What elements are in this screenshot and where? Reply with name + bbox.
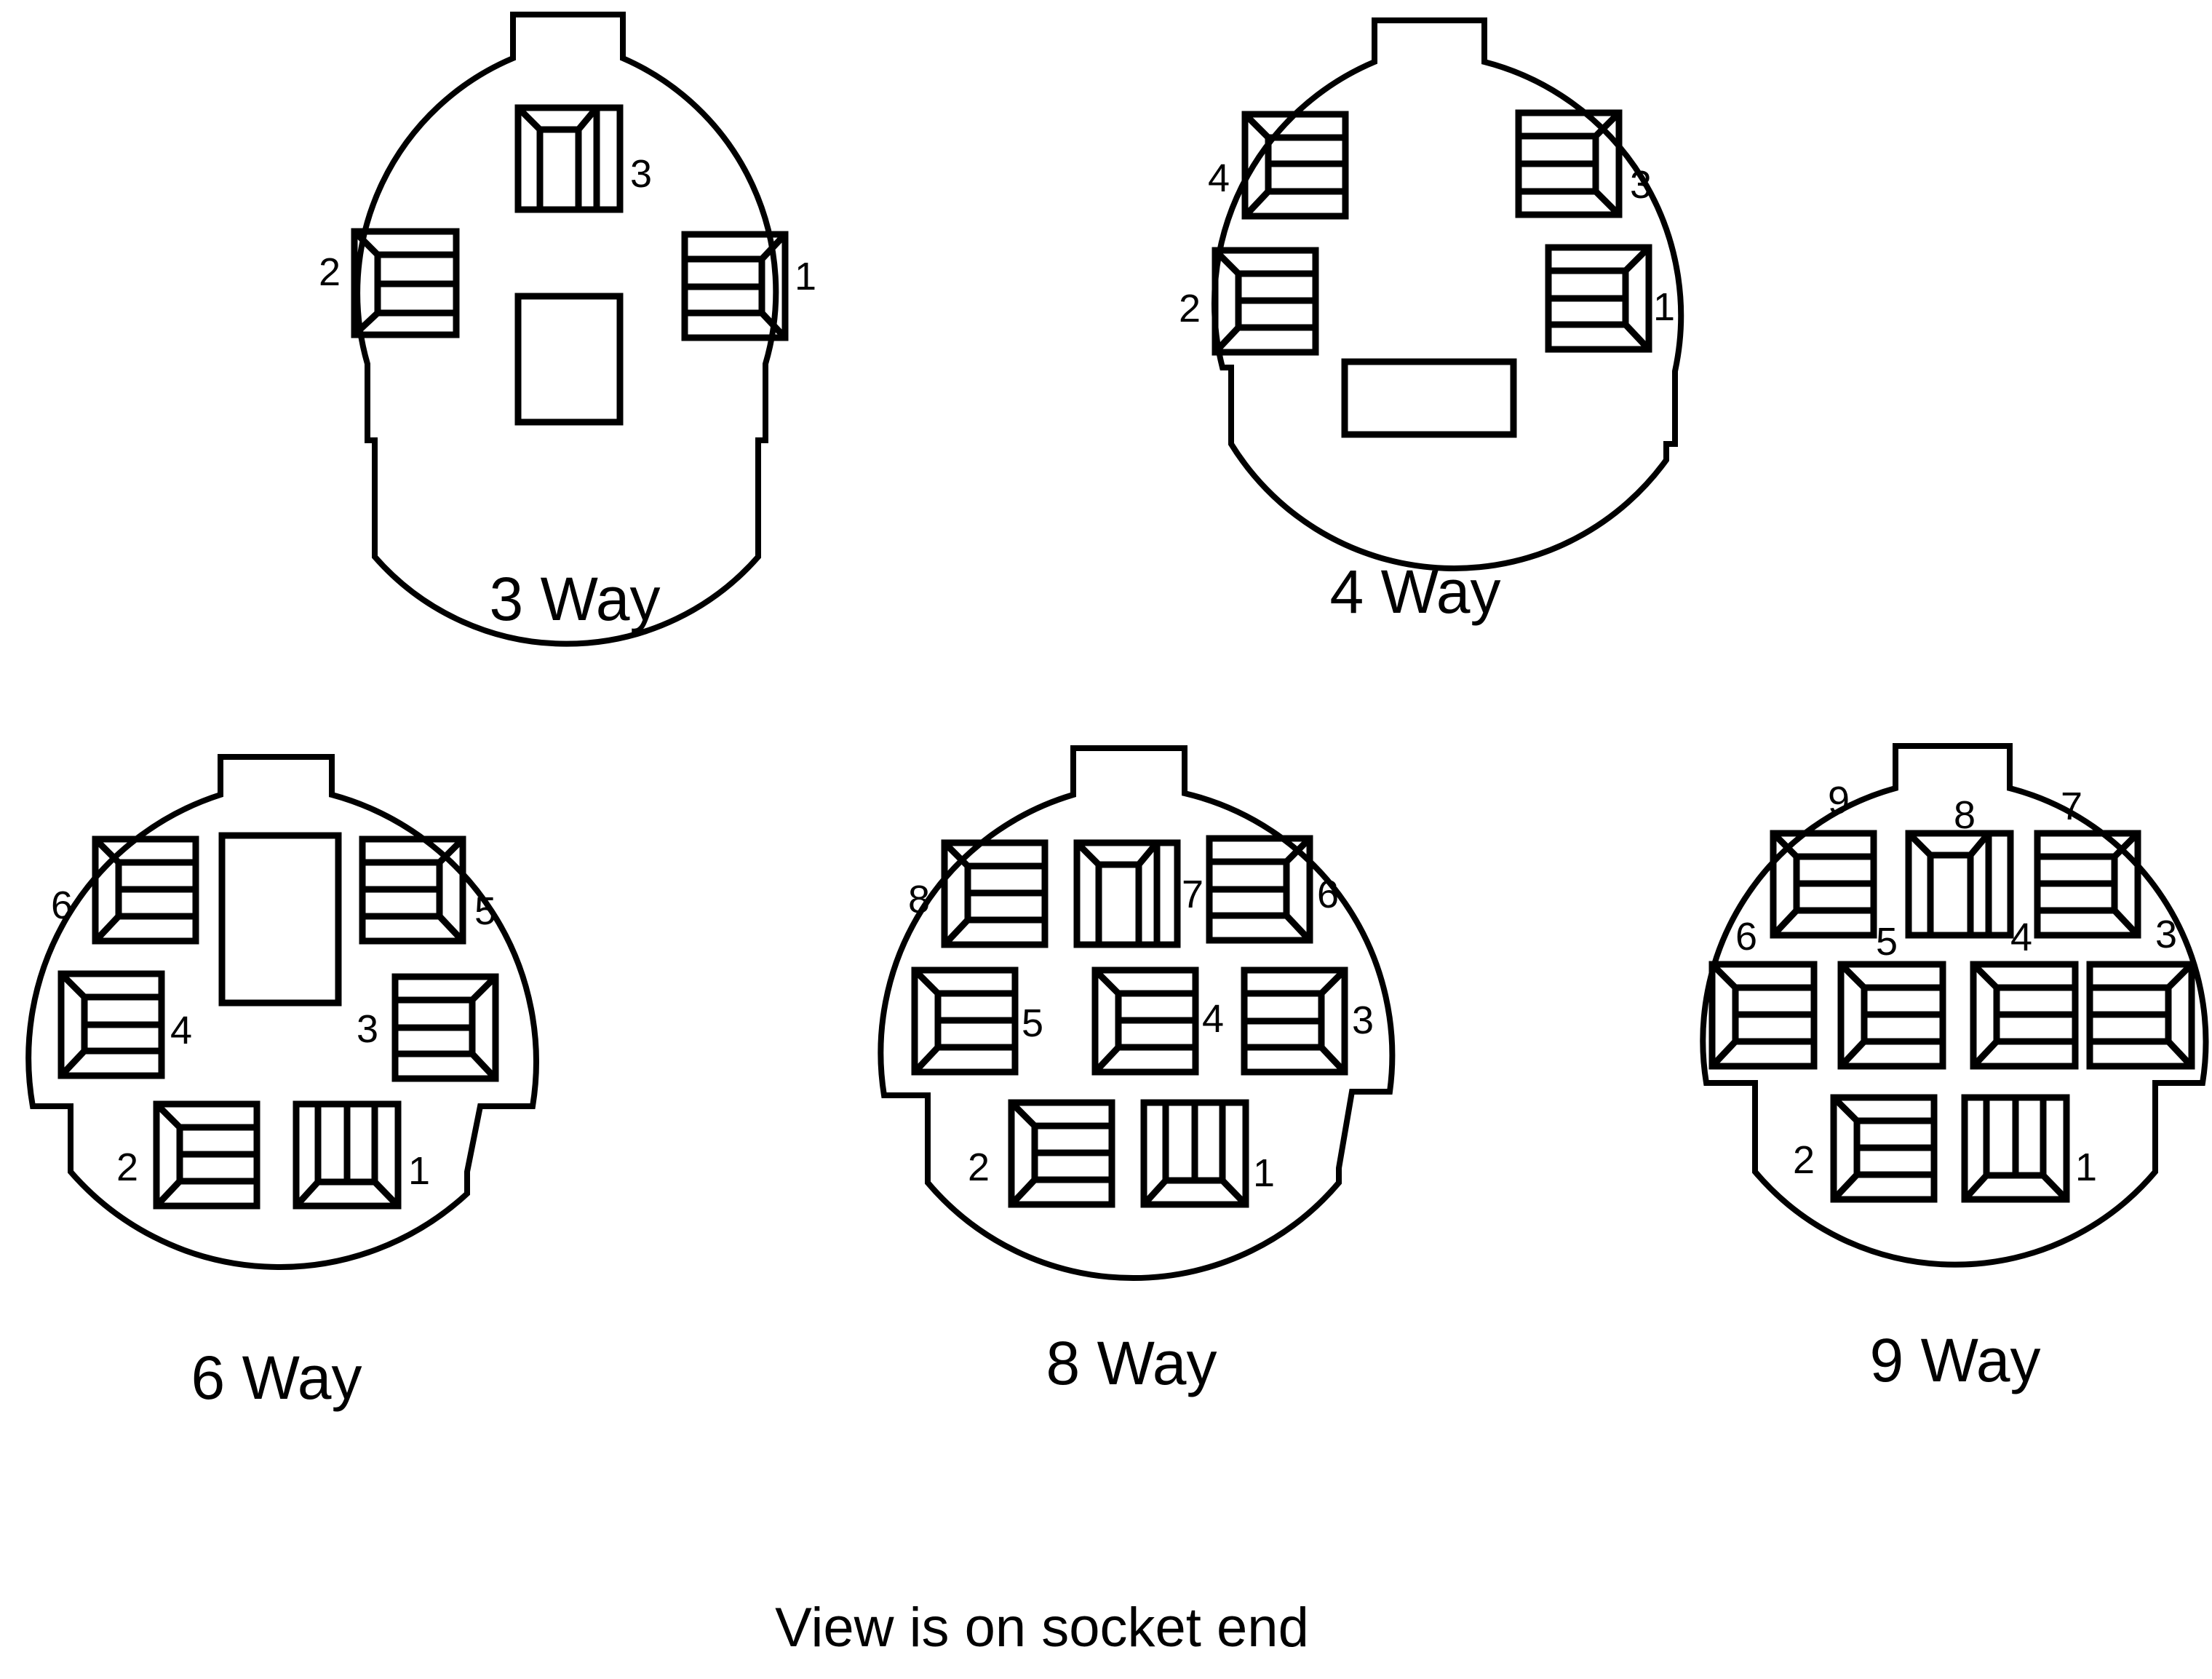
- pin-label-6: 6: [1317, 873, 1339, 916]
- key-block: [218, 832, 342, 1007]
- pin-1: [293, 1100, 402, 1210]
- pin-label-1: 1: [795, 255, 816, 298]
- pin-label-3: 3: [1630, 163, 1652, 207]
- pin-3: [1515, 109, 1623, 218]
- connector-8-way: 8 7 6 5: [878, 745, 1396, 1397]
- pin-label-4: 4: [1202, 997, 1224, 1041]
- pin-label-8: 8: [908, 878, 930, 921]
- pin-label-2: 2: [116, 1146, 138, 1189]
- pin-3: [391, 973, 499, 1082]
- pin-2: [1212, 247, 1319, 356]
- pin-label-5: 5: [1022, 1001, 1043, 1045]
- pin-6: [92, 835, 199, 945]
- pin-label-2: 2: [968, 1146, 990, 1189]
- pin-2: [1830, 1094, 1938, 1203]
- diagram-caption: View is on socket end: [775, 1597, 1309, 1659]
- pin-1: [1961, 1094, 2070, 1203]
- socket-outline: [1212, 17, 1684, 571]
- pin-label-6: 6: [1735, 915, 1757, 958]
- pin-4: [1241, 111, 1349, 220]
- pin-label-6: 6: [51, 884, 73, 927]
- pin-3: [2086, 961, 2195, 1070]
- pin-label-8: 8: [1954, 793, 1976, 837]
- pin-7: [2034, 830, 2141, 939]
- connector-6-way: 6 5 4: [25, 754, 539, 1412]
- pin-label-2: 2: [319, 250, 341, 294]
- pin-label-5: 5: [1876, 920, 1898, 964]
- pin-label-7: 7: [1182, 873, 1204, 916]
- connector-4-way: 4 3 2 1: [1179, 17, 1684, 626]
- pin-label-1: 1: [2075, 1146, 2097, 1189]
- key-block: [514, 293, 624, 426]
- pin-label-3: 3: [357, 1007, 378, 1051]
- socket-outline: [878, 745, 1396, 1281]
- pin-1: [681, 231, 789, 341]
- pin-6: [1708, 961, 1818, 1070]
- connector-title: 4 Way: [1330, 557, 1501, 626]
- pin-2: [1008, 1099, 1115, 1208]
- connector-title: 6 Way: [191, 1343, 362, 1412]
- pin-2: [153, 1100, 260, 1210]
- connector-title: 8 Way: [1046, 1329, 1217, 1397]
- pin-7: [1073, 839, 1181, 948]
- pin-4: [1970, 961, 2079, 1070]
- pin-label-5: 5: [474, 889, 496, 933]
- pin-5: [911, 966, 1019, 1076]
- connector-9-way: 9 8 7 6: [1700, 743, 2209, 1394]
- pin-label-4: 4: [2010, 916, 2032, 959]
- pin-3: [514, 104, 624, 213]
- connector-3-way: 3 2 1 3 Way: [319, 12, 816, 647]
- pin-9: [1770, 830, 1877, 939]
- pin-8: [1905, 830, 2014, 939]
- pin-label-2: 2: [1179, 287, 1201, 330]
- pin-label-1: 1: [1253, 1151, 1275, 1195]
- pin-label-4: 4: [170, 1009, 192, 1052]
- pin-label-1: 1: [408, 1149, 430, 1193]
- pin-1: [1545, 244, 1652, 353]
- pin-4: [57, 970, 165, 1079]
- pin-5: [1837, 961, 1946, 1070]
- pin-label-1: 1: [1653, 285, 1675, 329]
- pin-6: [1206, 835, 1313, 944]
- pin-label-3: 3: [630, 152, 652, 196]
- pin-4: [1091, 966, 1199, 1076]
- pin-label-3: 3: [1352, 999, 1374, 1042]
- pin-label-2: 2: [1793, 1138, 1815, 1182]
- pin-label-9: 9: [1828, 779, 1850, 822]
- pin-1: [1140, 1099, 1249, 1208]
- pin-label-7: 7: [2061, 785, 2082, 828]
- connector-title: 9 Way: [1870, 1326, 2041, 1394]
- socket-outline: [1700, 743, 2209, 1268]
- pin-5: [359, 835, 466, 945]
- pin-label-3: 3: [2155, 913, 2177, 956]
- pin-8: [941, 839, 1049, 948]
- key-block: [1341, 358, 1517, 438]
- connector-title: 3 Way: [490, 565, 661, 633]
- pin-label-4: 4: [1208, 156, 1230, 200]
- pin-3: [1241, 966, 1348, 1076]
- pin-2: [351, 228, 460, 338]
